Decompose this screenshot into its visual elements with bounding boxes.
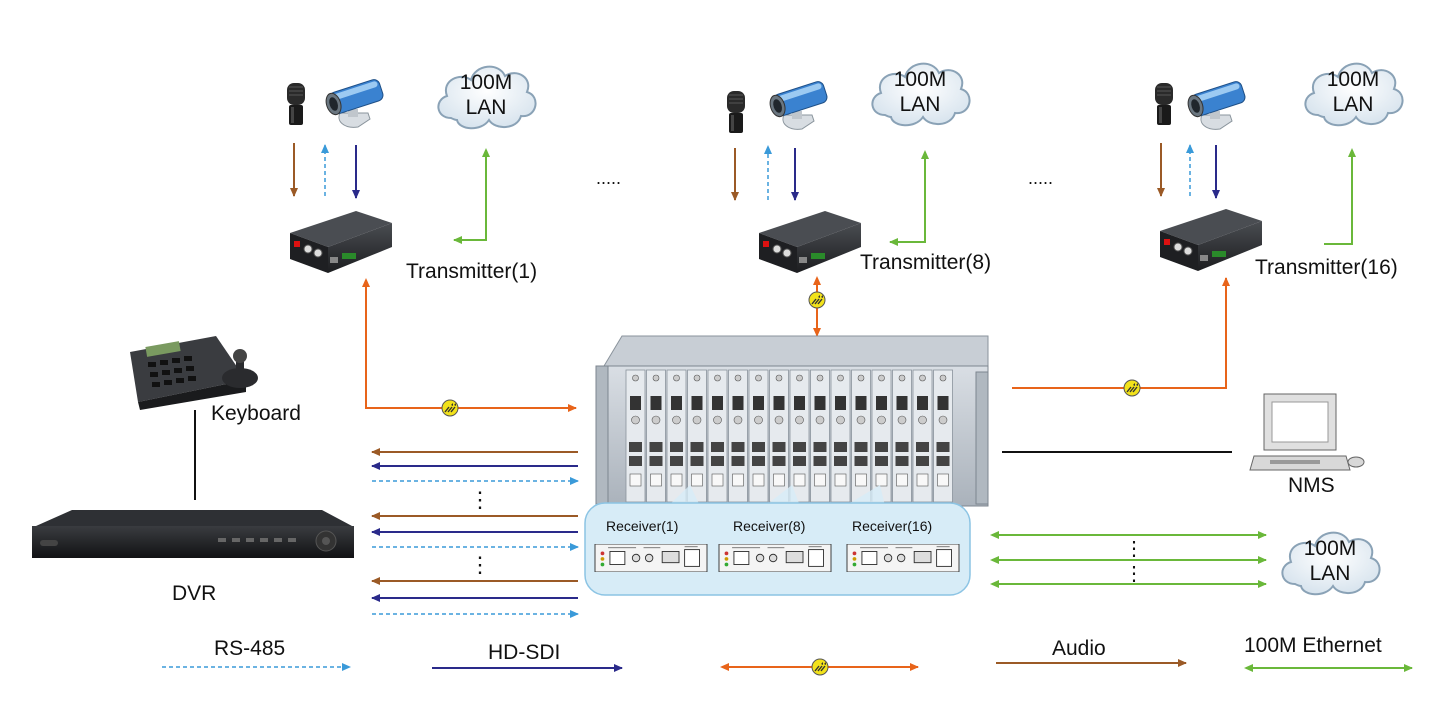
receiver-chassis	[595, 335, 989, 507]
transmitter-1-label: Transmitter(1)	[406, 260, 538, 283]
transmitter-16-label: Transmitter(16)	[1255, 256, 1398, 279]
receiver-16-card	[846, 544, 960, 572]
fiber-link-1	[362, 278, 577, 417]
receiver-8-label: Receiver(8)	[733, 518, 806, 534]
ellipsis-top-2: .....	[1028, 168, 1054, 188]
legend-hdsdi-label: HD-SDI	[488, 641, 561, 664]
receiver-1-label: Receiver(1)	[606, 518, 679, 534]
receiver-8-card	[718, 544, 832, 572]
keyboard-device	[130, 336, 258, 410]
chassis-slot	[707, 369, 728, 503]
chassis-slot	[892, 369, 912, 503]
chassis-slot	[912, 369, 933, 503]
ellipsis-top-1: .....	[596, 168, 622, 188]
legend-audio-label: Audio	[1052, 637, 1106, 660]
nms-label: NMS	[1288, 474, 1335, 497]
receiver-callout	[584, 485, 971, 596]
ellipsis-lan-1: ⋮	[1124, 538, 1144, 560]
transmitter-8-device	[758, 210, 862, 274]
chassis-slot	[830, 369, 851, 503]
ellipsis-dvr-1: ⋮	[469, 487, 491, 512]
chassis-slot	[810, 369, 830, 503]
chassis-slot	[728, 369, 748, 503]
transmitter-16-device	[1159, 208, 1263, 272]
camera-icon	[767, 79, 830, 130]
dvr-channel-group-8	[371, 512, 579, 551]
legend-fiber-line	[720, 658, 919, 676]
ellipsis-dvr-2: ⋮	[469, 552, 491, 577]
transmitter-8-label: Transmitter(8)	[860, 251, 992, 274]
fiber-link-16	[1012, 277, 1230, 397]
fiber-link-8	[808, 276, 826, 337]
microphone-icon	[1154, 82, 1174, 126]
dvr-channel-group-1	[371, 448, 579, 485]
ellipsis-lan-2: ⋮	[1124, 563, 1144, 585]
legend-rs485-label: RS-485	[214, 637, 286, 660]
chassis-slot	[851, 369, 871, 503]
transmitter-1-links	[290, 143, 490, 244]
chassis-slot	[871, 369, 892, 503]
chassis-slot	[625, 369, 646, 503]
transmitter-16-links	[1157, 143, 1356, 245]
receiver-1-card	[594, 544, 708, 572]
camera-icon	[323, 77, 386, 128]
chassis-slot	[789, 369, 810, 503]
keyboard-label: Keyboard	[211, 402, 301, 425]
microphone-icon	[286, 82, 306, 126]
chassis-slot	[666, 369, 687, 503]
dvr-channel-group-16	[371, 577, 579, 618]
chassis-slot	[687, 369, 707, 503]
microphone-icon	[726, 90, 746, 134]
lan-links	[990, 531, 1267, 588]
chassis-slot	[769, 369, 789, 503]
chassis-slot	[748, 369, 769, 503]
chassis-slot	[646, 369, 666, 503]
dvr-label: DVR	[172, 582, 217, 605]
receiver-16-label: Receiver(16)	[852, 518, 933, 534]
transmitter-8-links	[731, 145, 929, 246]
legend-ethernet-label: 100M Ethernet	[1244, 634, 1382, 657]
chassis-slot	[933, 369, 953, 503]
camera-icon	[1185, 79, 1248, 130]
dvr-device	[32, 510, 354, 558]
nms-computer	[1249, 393, 1365, 471]
transmitter-1-device	[289, 210, 393, 274]
